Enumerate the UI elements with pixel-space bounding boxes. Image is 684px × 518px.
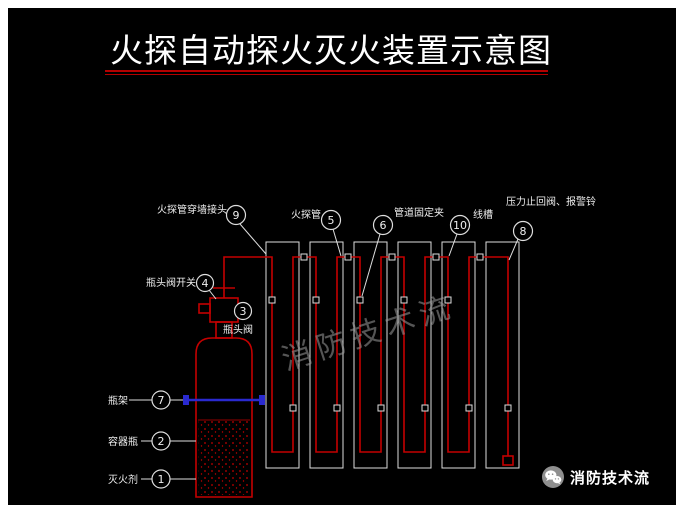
- end-check-valve: [502, 455, 514, 466]
- footer-brand: 消防技术流: [542, 466, 650, 488]
- rack-panel: [441, 241, 476, 469]
- callout-7-number: 7: [158, 394, 165, 407]
- title-underline-2: [105, 74, 548, 75]
- callout-10: [449, 214, 471, 236]
- cylinder-body: [195, 337, 253, 498]
- callout-balloons: [151, 204, 534, 489]
- callout-1: [151, 469, 171, 489]
- callout-5: [320, 209, 342, 231]
- label-check-valve: 压力止回阀、报警铃: [506, 195, 596, 208]
- fire-detection-tube: [223, 256, 514, 466]
- callout-6: [372, 214, 394, 236]
- label-wall-connector: 火探管穿墙接头: [157, 203, 227, 216]
- brand-text: 消防技术流: [570, 468, 651, 487]
- callout-9: [225, 204, 247, 226]
- pipe-clamp: [356, 296, 364, 304]
- callout-2-number: 2: [158, 435, 165, 448]
- wall-connector: [476, 253, 484, 261]
- pipe-clamp: [400, 296, 408, 304]
- callout-numbers: 9 5 6 10 8 4 3 7 2 1: [158, 209, 527, 486]
- wall-connector: [344, 253, 352, 261]
- label-agent: 灭火剂: [108, 473, 138, 486]
- pipe-clamp: [289, 404, 297, 412]
- rack-panel: [485, 241, 520, 469]
- wechat-icon: [542, 466, 564, 488]
- callout-2: [151, 431, 171, 451]
- callout-7: [151, 390, 171, 410]
- valve-switch-port: [198, 303, 211, 314]
- wall-connector: [388, 253, 396, 261]
- callout-9-number: 9: [233, 209, 240, 222]
- callout-4-number: 4: [202, 277, 209, 290]
- rack-panel: [309, 241, 344, 469]
- callout-1-number: 1: [158, 473, 165, 486]
- pipe-clamps: [268, 253, 512, 412]
- label-pipe-clamp: 管道固定夹: [394, 206, 444, 219]
- callout-10-number: 10: [453, 219, 467, 232]
- label-container: 容器瓶: [108, 435, 138, 448]
- pipe-clamp: [421, 404, 429, 412]
- pipe-clamp: [465, 404, 473, 412]
- callout-5-number: 5: [328, 214, 335, 227]
- pipe-clamp: [444, 296, 452, 304]
- pipe-clamp: [504, 404, 512, 412]
- label-bottle-rack: 瓶架: [108, 394, 128, 407]
- label-detect-tube: 火探管: [291, 208, 321, 221]
- pipe-clamp: [312, 296, 320, 304]
- callout-3-number: 3: [240, 305, 247, 318]
- page-title: 火探自动探火灭火装置示意图: [110, 31, 552, 70]
- pipe-clamp: [377, 404, 385, 412]
- callout-3: [233, 301, 253, 321]
- rack-panels: [265, 241, 520, 469]
- callout-8-number: 8: [520, 225, 527, 238]
- callout-6-number: 6: [380, 219, 387, 232]
- bottle-valve-body: [209, 297, 239, 323]
- label-bottle-valve: 瓶头阀: [223, 323, 253, 336]
- bottle-rack-bracket: [183, 395, 265, 405]
- rack-panel: [265, 241, 300, 469]
- label-valve-switch: 瓶头阀开关: [146, 276, 196, 289]
- wall-connector: [432, 253, 440, 261]
- title-underline: [105, 70, 548, 72]
- wall-connector: [300, 253, 308, 261]
- component-labels: 火探管穿墙接头 火探管 管道固定夹 线槽 压力止回阀、报警铃 瓶头阀开关 瓶头阀…: [108, 195, 596, 486]
- pipe-clamp: [268, 296, 276, 304]
- label-wire-duct: 线槽: [473, 208, 493, 221]
- callout-4: [195, 273, 215, 293]
- rack-panel: [353, 241, 388, 469]
- callout-8: [512, 220, 534, 242]
- extinguishing-agent-fill: [198, 420, 250, 495]
- rack-panel: [397, 241, 432, 469]
- pipe-clamp: [333, 404, 341, 412]
